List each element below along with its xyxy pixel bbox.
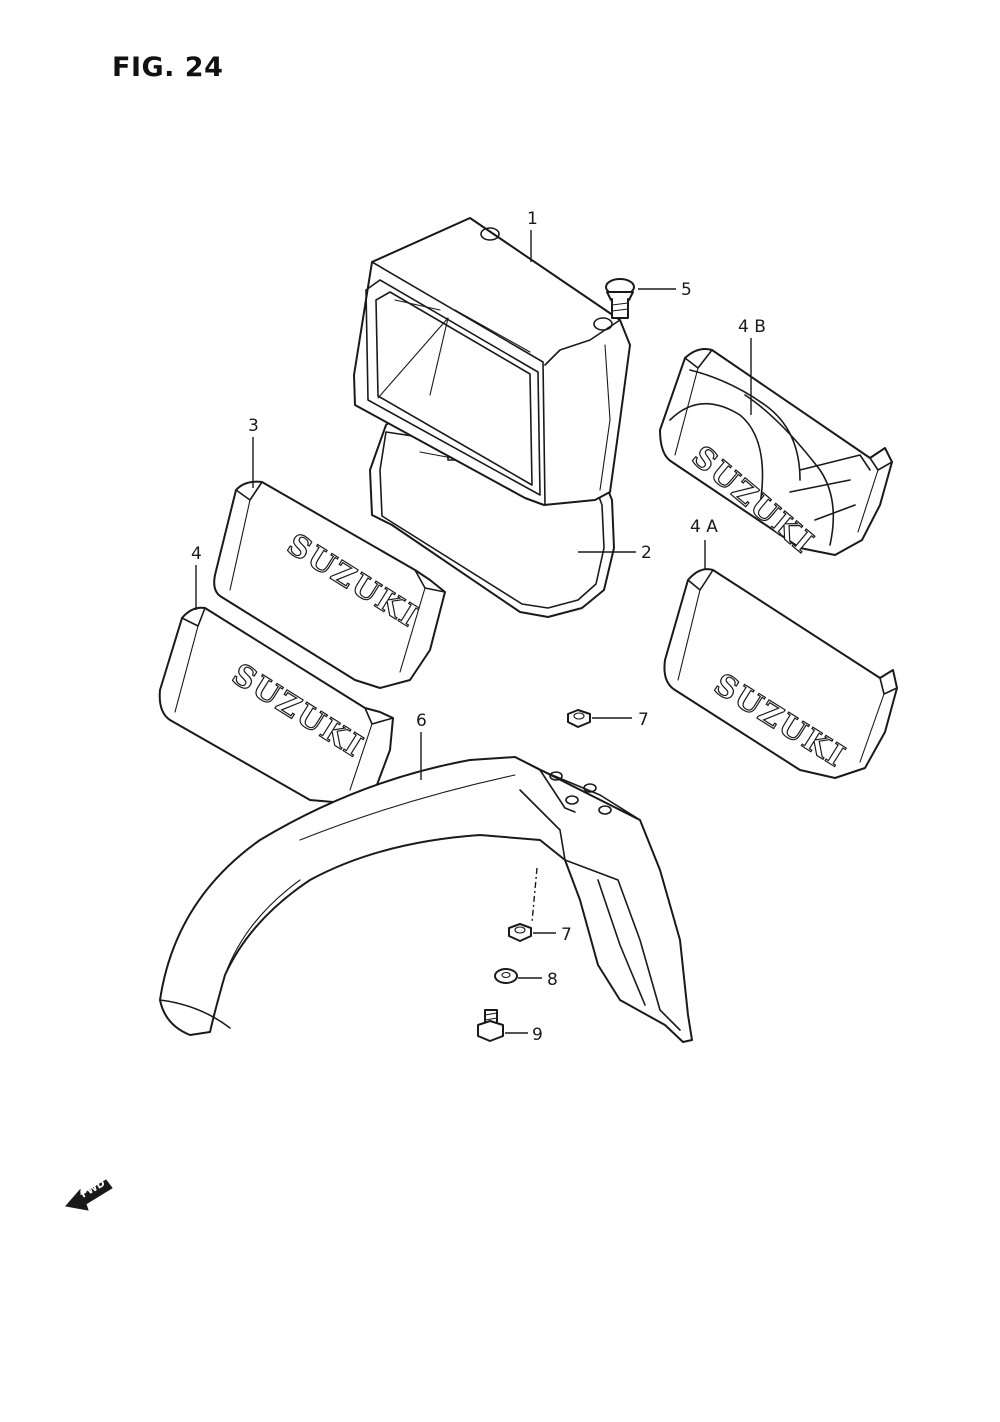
callout-6: 6 [416, 711, 427, 731]
callout-5: 5 [681, 280, 692, 300]
callout-8: 8 [547, 970, 558, 990]
bolt [477, 1009, 504, 1042]
callout-4a: 4 A [690, 517, 718, 537]
callout-7-upper: 7 [638, 710, 649, 730]
washer [494, 968, 518, 984]
headlight-cowl [353, 217, 631, 506]
screw [605, 278, 635, 319]
callout-2: 2 [641, 543, 652, 563]
callout-7-lower: 7 [561, 925, 572, 945]
front-cover-alt: SUZUKI [663, 568, 898, 779]
leader-lines [195, 230, 752, 1034]
callout-4: 4 [191, 544, 202, 564]
nut-upper [567, 709, 591, 728]
nut-lower [508, 923, 532, 942]
front-fender [159, 756, 693, 1043]
callout-9: 9 [532, 1025, 543, 1045]
figure-title: FIG. 24 [112, 52, 224, 83]
callout-4b: 4 B [738, 317, 766, 337]
forward-arrow-icon: FWD [65, 1178, 113, 1211]
callout-1: 1 [527, 209, 538, 229]
callout-3: 3 [248, 416, 259, 436]
